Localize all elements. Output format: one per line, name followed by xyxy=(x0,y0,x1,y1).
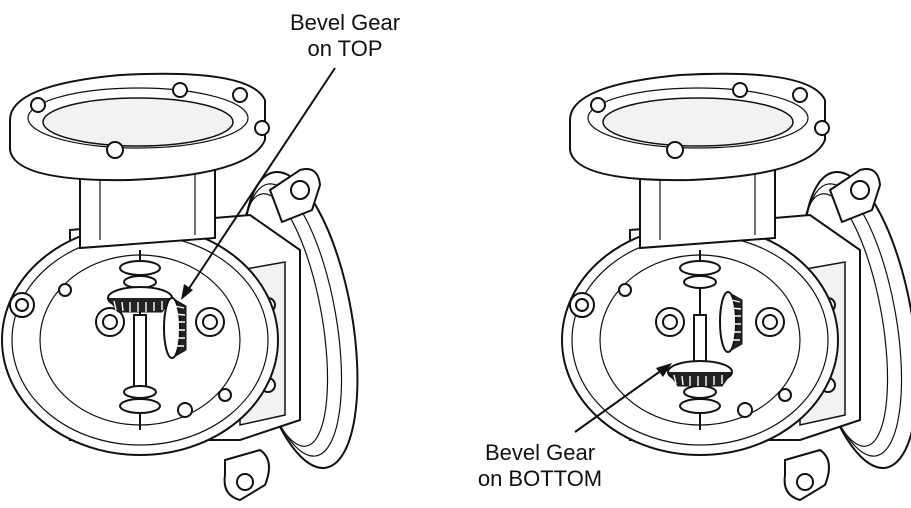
callout-top-line2: on TOP xyxy=(307,36,382,61)
callout-top: Bevel Gear on TOP xyxy=(181,10,400,300)
bevel-gear-side-left xyxy=(163,297,187,359)
actuator-assembly-right xyxy=(561,72,911,501)
callout-top-arrow xyxy=(181,284,193,300)
callout-bottom-line2: on BOTTOM xyxy=(478,466,602,491)
callout-bottom-line1: Bevel Gear xyxy=(485,440,595,465)
callout-top-leader xyxy=(187,67,336,291)
callout-bottom: Bevel Gear on BOTTOM xyxy=(478,363,672,491)
callout-bottom-leader xyxy=(574,369,663,433)
callout-bottom-arrow xyxy=(656,363,672,377)
callout-top-line1: Bevel Gear xyxy=(290,10,400,35)
bevel-gear-side-right xyxy=(719,291,743,353)
bevel-gear-top xyxy=(107,286,173,313)
bevel-gear-bottom xyxy=(667,360,733,387)
